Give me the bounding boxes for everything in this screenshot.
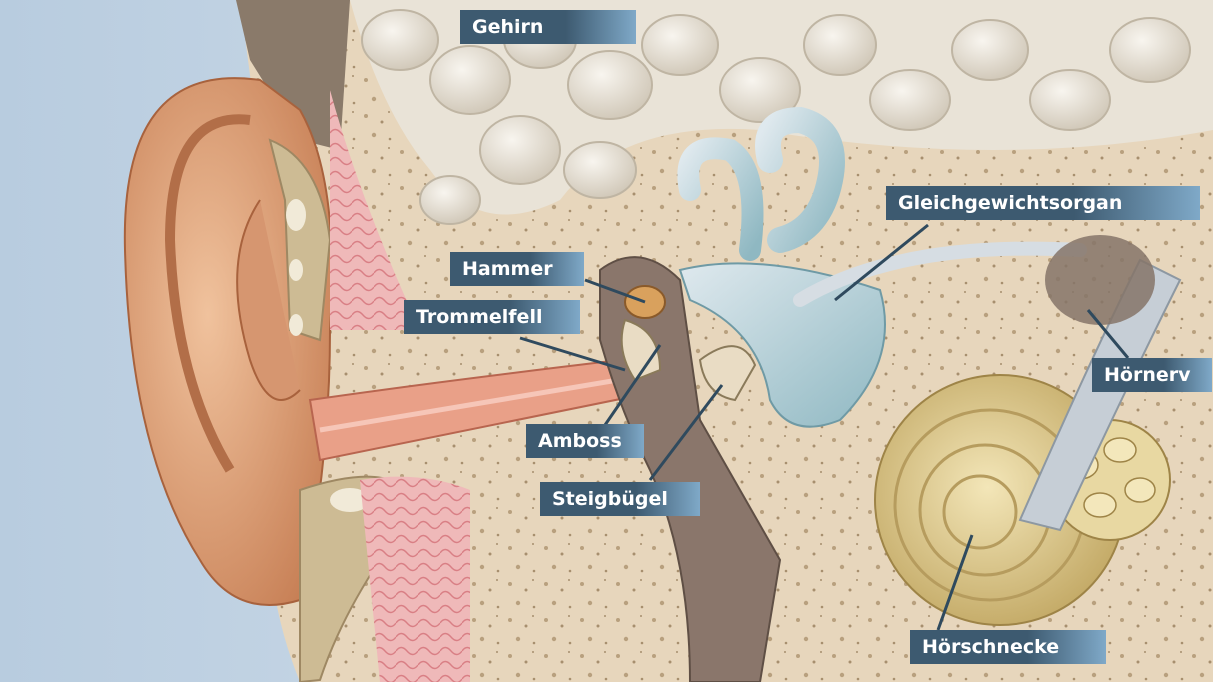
label-amboss: Amboss (526, 424, 644, 458)
label-gehirn: Gehirn (460, 10, 636, 44)
label-steigbuegel: Steigbügel (540, 482, 700, 516)
leader-trommelfell (520, 338, 625, 370)
label-hoernerv: Hörnerv (1092, 358, 1212, 392)
leader-hoerschnecke (938, 535, 972, 630)
leader-hammer (585, 280, 645, 302)
label-hammer: Hammer (450, 252, 584, 286)
leader-gleichgewichtsorgan (835, 225, 928, 300)
leader-steigbuegel (650, 385, 722, 480)
leader-amboss (605, 345, 660, 425)
label-trommelfell: Trommelfell (404, 300, 580, 334)
leader-hoernerv (1088, 310, 1128, 358)
label-gleichgewichtsorgan: Gleichgewichtsorgan (886, 186, 1200, 220)
label-hoerschnecke: Hörschnecke (910, 630, 1106, 664)
